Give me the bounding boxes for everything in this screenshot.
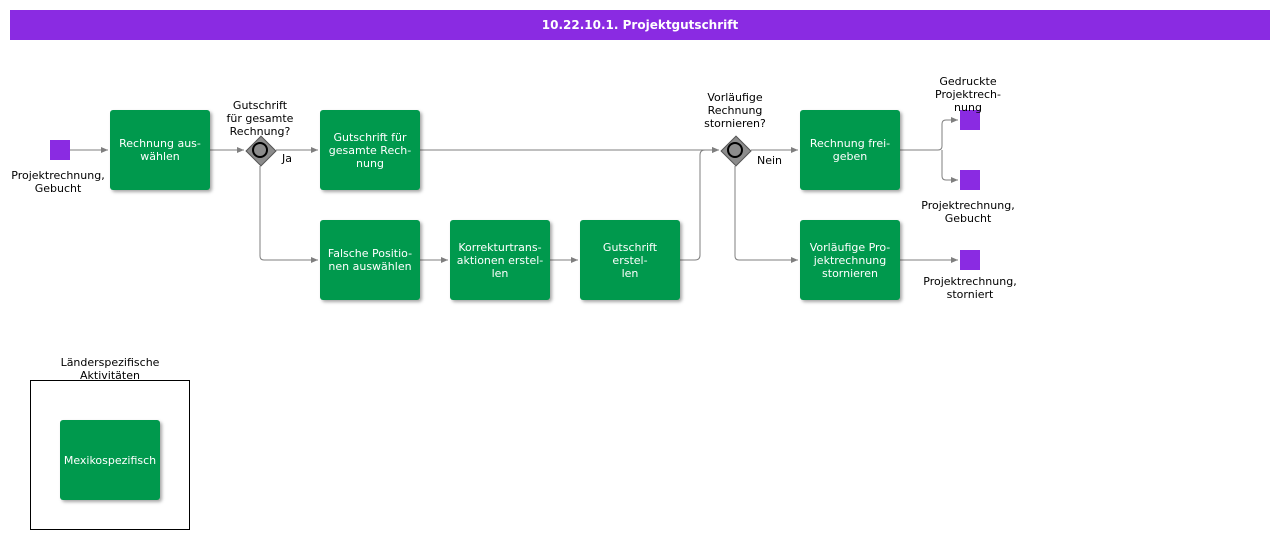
task-release-invoice[interactable]: Rechnung frei- geben <box>800 110 900 190</box>
start-event[interactable] <box>50 140 70 160</box>
gateway-no-label: Nein <box>757 154 783 167</box>
gateway-cancel-question: Vorläufige Rechnung stornieren? <box>704 91 766 130</box>
start-event-label: Projektrechnung, Gebucht <box>11 169 105 195</box>
task-create-corrections[interactable]: Korrekturtrans- aktionen erstel- len <box>450 220 550 300</box>
task-cancel-preliminary[interactable]: Vorläufige Pro- jektrechnung stornieren <box>800 220 900 300</box>
end-event-printed-label: Gedruckte Projektrech- nung <box>935 75 1001 114</box>
diagram-title: 10.22.10.1. Projektgutschrift <box>10 10 1270 40</box>
task-mexico-specific[interactable]: Mexikospezifisch <box>60 420 160 500</box>
flow-release-to-booked <box>941 150 958 183</box>
gateway-circle-icon <box>252 142 268 158</box>
task-select-wrong-positions[interactable]: Falsche Positio- nen auswählen <box>320 220 420 300</box>
flow-create-to-gw2 <box>680 147 719 261</box>
flow-gw2-to-cancel <box>734 166 798 263</box>
end-event-cancelled-label: Projektrechnung, storniert <box>923 275 1017 301</box>
end-event-printed[interactable] <box>960 110 980 130</box>
task-credit-full-invoice[interactable]: Gutschrift für gesamte Rech- nung <box>320 110 420 190</box>
group-label: Länderspezifische Aktivitäten <box>60 356 160 382</box>
flow-gw1-to-wrong <box>259 166 318 263</box>
end-event-cancelled[interactable] <box>960 250 980 270</box>
end-event-booked[interactable] <box>960 170 980 190</box>
country-specific-group <box>30 380 190 530</box>
task-create-credit[interactable]: Gutschrift erstel- len <box>580 220 680 300</box>
gateway-credit-full-question: Gutschrift für gesamte Rechnung? <box>226 99 294 138</box>
gateway-circle-icon <box>727 142 743 158</box>
end-event-booked-label: Projektrechnung, Gebucht <box>921 199 1015 225</box>
task-select-invoice[interactable]: Rechnung aus- wählen <box>110 110 210 190</box>
flow-release-split <box>900 117 958 151</box>
gateway-yes-label: Ja <box>282 152 292 165</box>
